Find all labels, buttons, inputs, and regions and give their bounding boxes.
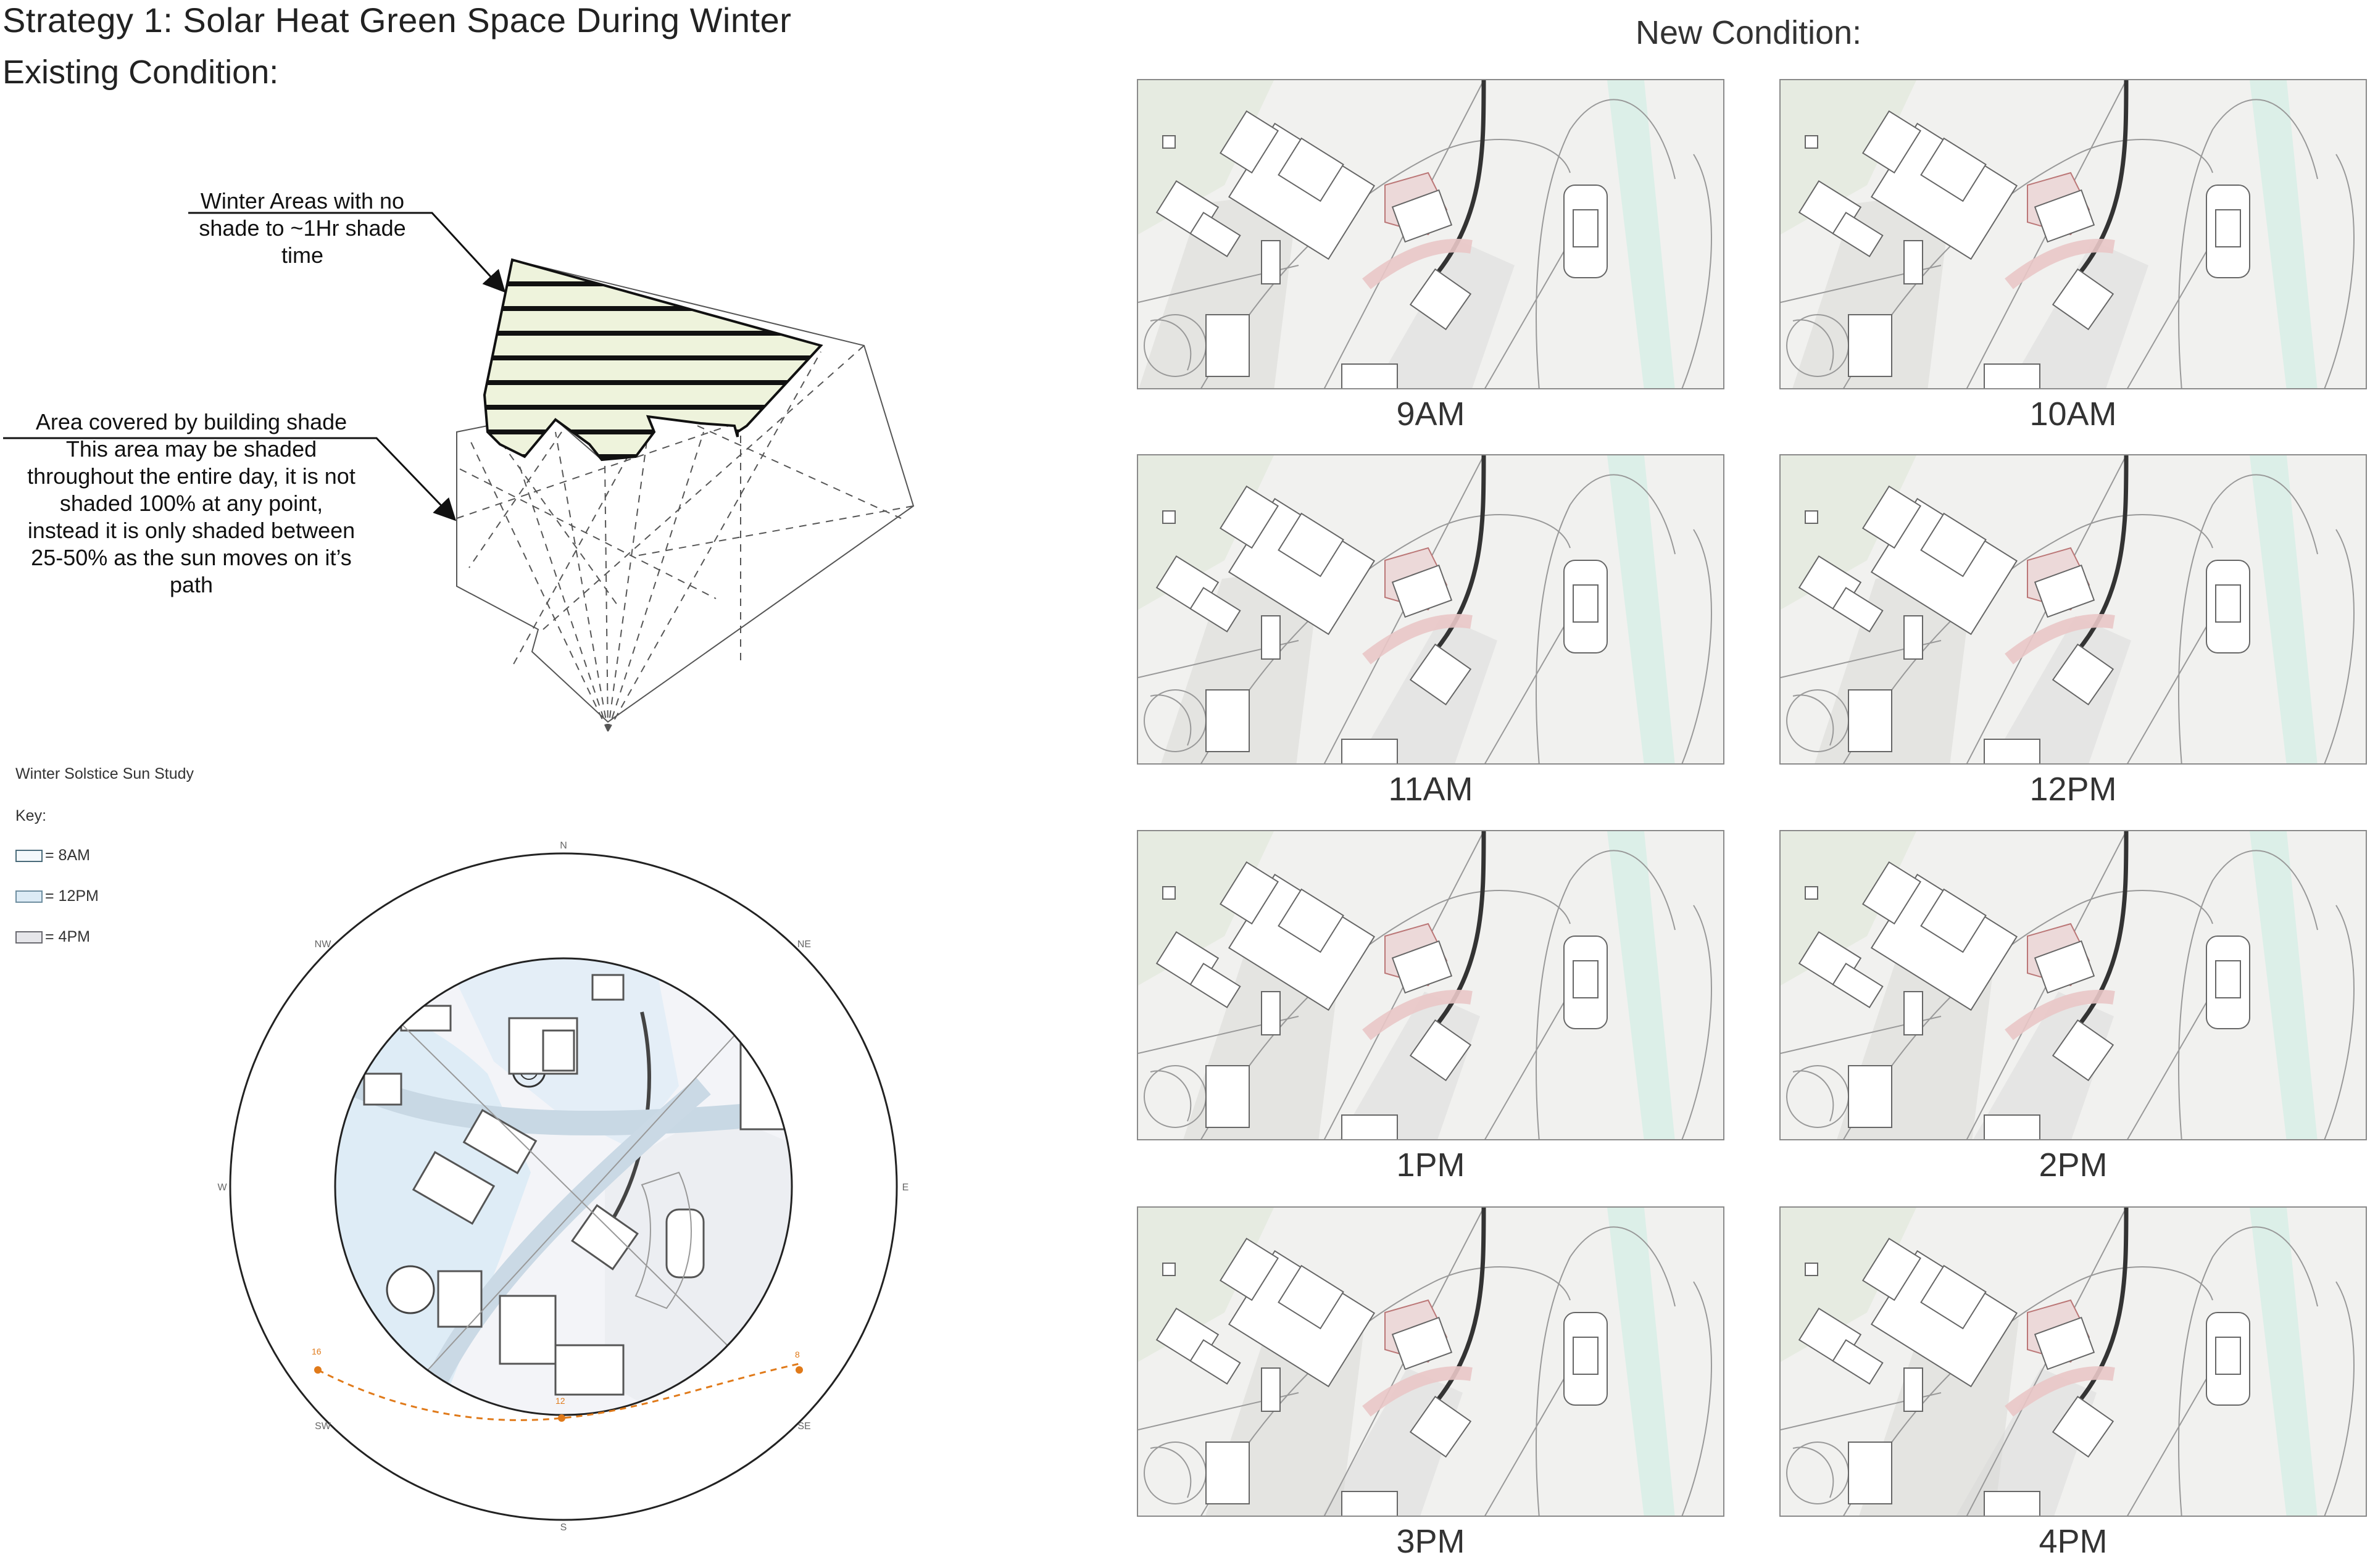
key-label-8am: = 8AM bbox=[45, 847, 90, 864]
site-map-4pm bbox=[1781, 1208, 2366, 1516]
sun-path bbox=[317, 1363, 800, 1421]
time-label-1pm: 1PM bbox=[1396, 1147, 1465, 1184]
key-swatch-4pm bbox=[15, 931, 43, 944]
compass-e: E bbox=[902, 1182, 909, 1193]
no-shade-line-3: time bbox=[281, 243, 323, 268]
compass-n: N bbox=[560, 840, 567, 851]
time-panel-4pm bbox=[1779, 1206, 2367, 1517]
sun-label-12: 12 bbox=[555, 1396, 565, 1406]
time-label-2pm: 2PM bbox=[2039, 1147, 2108, 1184]
sun-study-map bbox=[335, 958, 792, 1415]
compass-nw: NW bbox=[315, 939, 332, 950]
building-shade-line-6: path bbox=[169, 572, 214, 597]
time-panel-10am bbox=[1779, 79, 2367, 389]
time-panel-2pm bbox=[1779, 830, 2367, 1140]
no-shade-line-2: shade to ~1Hr shade bbox=[199, 215, 406, 241]
page-title: Strategy 1: Solar Heat Green Space Durin… bbox=[2, 1, 792, 39]
key-item-12pm: = 12PM bbox=[15, 887, 99, 905]
existing-condition-heading: Existing Condition: bbox=[2, 54, 279, 91]
building-shade-title: Area covered by building shade bbox=[35, 409, 347, 434]
new-condition-heading: New Condition: bbox=[1636, 14, 1862, 51]
key-label: Key: bbox=[15, 807, 47, 824]
time-panel-9am bbox=[1137, 79, 1724, 389]
key-item-8am: = 8AM bbox=[15, 847, 90, 865]
building-shade-line-4: instead it is only shaded between bbox=[27, 518, 356, 543]
shade-leader bbox=[3, 437, 457, 521]
time-label-3pm: 3PM bbox=[1396, 1523, 1465, 1560]
key-swatch-12pm bbox=[15, 890, 43, 903]
sun-study-outer-ring bbox=[229, 852, 898, 1521]
sun-marker-8 bbox=[796, 1366, 803, 1374]
compass-ne: NE bbox=[797, 939, 811, 950]
compass-sw: SW bbox=[315, 1421, 331, 1432]
site-map-1pm bbox=[1138, 831, 1723, 1139]
site-map-10am bbox=[1781, 80, 2366, 388]
time-label-12pm: 12PM bbox=[2029, 771, 2117, 808]
no-shade-leader bbox=[188, 212, 506, 293]
time-panel-3pm bbox=[1137, 1206, 1724, 1517]
building-shade-line-5: 25-50% as the sun moves on it’s bbox=[31, 545, 352, 570]
time-panel-12pm bbox=[1779, 454, 2367, 765]
time-panel-1pm bbox=[1137, 830, 1724, 1140]
key-label-12pm: = 12PM bbox=[45, 887, 99, 905]
shade-diagram bbox=[3, 212, 915, 732]
site-map-2pm bbox=[1781, 831, 2366, 1139]
sun-marker-12 bbox=[558, 1414, 565, 1422]
sun-label-8: 8 bbox=[795, 1350, 800, 1359]
building-shade-line-1: This area may be shaded bbox=[65, 436, 317, 462]
key-swatch-8am bbox=[15, 850, 43, 863]
sun-study-title: Winter Solstice Sun Study bbox=[15, 765, 194, 782]
compass-se: SE bbox=[797, 1421, 810, 1432]
building-shade-annotation: Area covered by building shade This area… bbox=[0, 409, 383, 599]
building-shade-line-3: shaded 100% at any point, bbox=[59, 491, 323, 516]
building-shade-line-2: throughout the entire day, it is not bbox=[27, 463, 356, 489]
no-shade-annotation: Winter Areas with no shade to ~1Hr shade… bbox=[154, 188, 451, 269]
site-map-11am bbox=[1138, 455, 1723, 763]
no-shade-area bbox=[483, 258, 823, 462]
time-label-9am: 9AM bbox=[1396, 396, 1465, 433]
sun-study-diagram: 16 12 8 N NE E SE S SW W NW bbox=[217, 840, 909, 1533]
time-label-4pm: 4PM bbox=[2039, 1523, 2108, 1560]
compass-w: W bbox=[217, 1182, 227, 1193]
time-panel-11am bbox=[1137, 454, 1724, 765]
time-label-11am: 11AM bbox=[1388, 771, 1473, 808]
key-item-4pm: = 4PM bbox=[15, 928, 90, 946]
site-map-12pm bbox=[1781, 455, 2366, 763]
site-map-3pm bbox=[1138, 1208, 1723, 1516]
site-map-9am bbox=[1138, 80, 1723, 388]
sun-label-16: 16 bbox=[312, 1346, 322, 1356]
no-shade-line-1: Winter Areas with no bbox=[200, 188, 405, 214]
sun-marker-16 bbox=[314, 1366, 322, 1374]
key-label-4pm: = 4PM bbox=[45, 928, 90, 945]
shade-lines bbox=[456, 345, 914, 732]
compass-s: S bbox=[560, 1522, 567, 1533]
time-label-10am: 10AM bbox=[2029, 396, 2117, 433]
